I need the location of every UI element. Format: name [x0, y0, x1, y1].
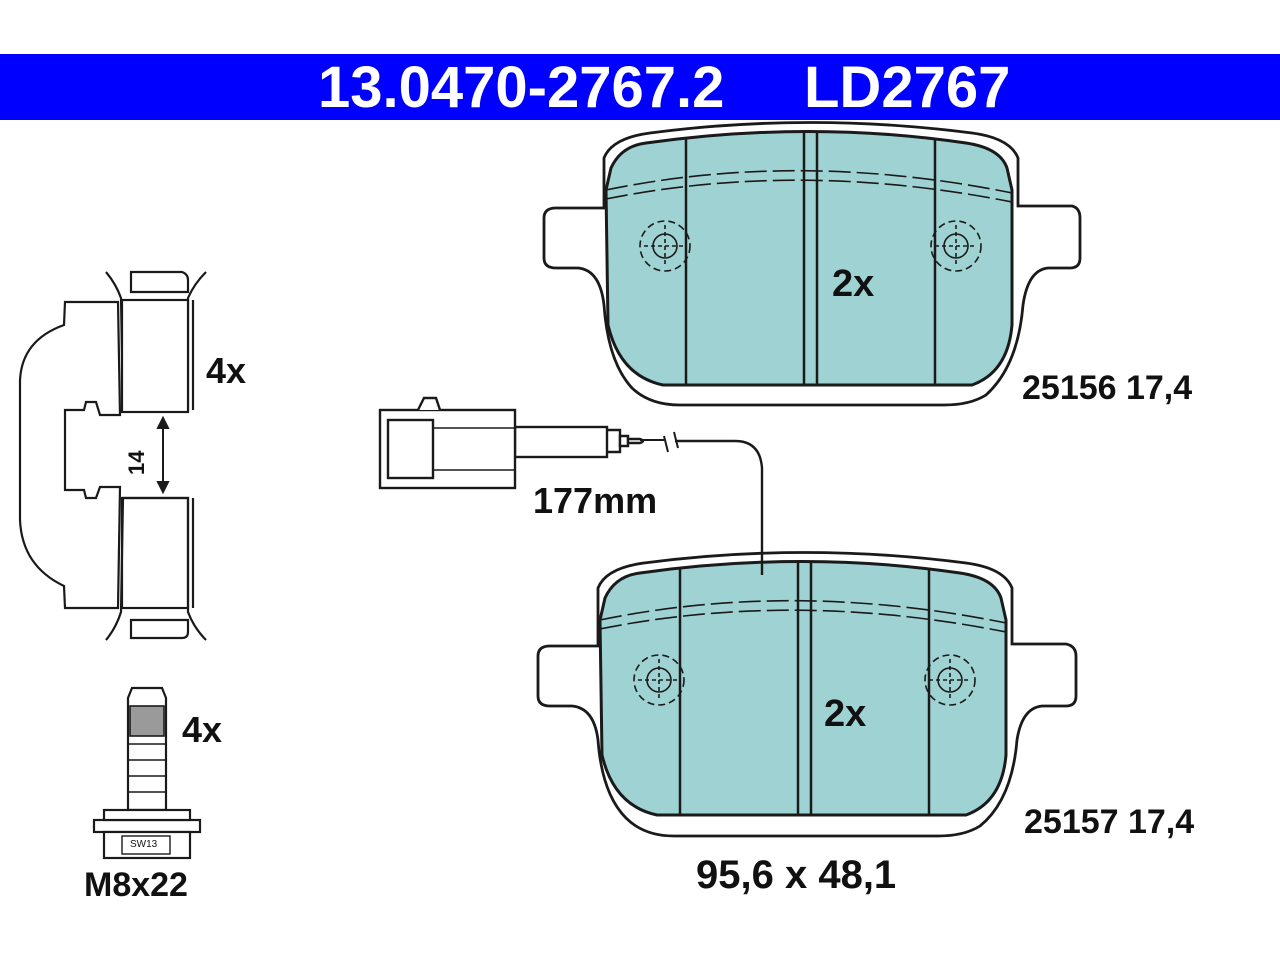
bolt-size: M8x22 — [84, 866, 188, 904]
rivet-left-bottom — [633, 654, 685, 706]
brake-pad-top — [542, 121, 1082, 407]
pad-top-spec: 25156 17,4 — [1022, 369, 1193, 407]
clip-dimension-label: 14 — [124, 450, 149, 475]
retaining-clip — [18, 270, 207, 641]
pad-top-quantity: 2x — [832, 263, 875, 305]
part-number: 13.0470-2767.2 — [318, 55, 725, 120]
header-bar — [0, 54, 1280, 120]
wear-edge-lines-bottom — [600, 599, 1006, 633]
wear-sensor — [378, 396, 764, 575]
ld-number: LD2767 — [804, 55, 1011, 120]
clip-quantity: 4x — [206, 350, 247, 391]
wear-edge-lines-top — [606, 169, 1012, 203]
sensor-cable-length: 177mm — [533, 480, 658, 521]
brake-pad-bottom — [536, 551, 1078, 838]
pad-bottom-spec: 25157 17,4 — [1024, 803, 1195, 841]
rivet-right-bottom — [924, 654, 976, 706]
bolt-thread — [129, 705, 165, 737]
friction-pad-top — [604, 130, 1014, 387]
rivet-right-top — [930, 220, 982, 272]
bolt-head — [92, 818, 202, 834]
friction-pad-bottom — [598, 560, 1008, 817]
pad-bottom-quantity: 2x — [824, 693, 867, 735]
clip-dimension-line — [156, 415, 170, 495]
bolt-quantity: 4x — [182, 709, 223, 750]
sensor-wire — [675, 439, 764, 575]
rivet-left-top — [639, 220, 691, 272]
pad-dimensions: 95,6 x 48,1 — [696, 853, 897, 897]
bolt-wrench-size: SW13 — [130, 839, 158, 850]
guide-bolt — [92, 686, 202, 860]
